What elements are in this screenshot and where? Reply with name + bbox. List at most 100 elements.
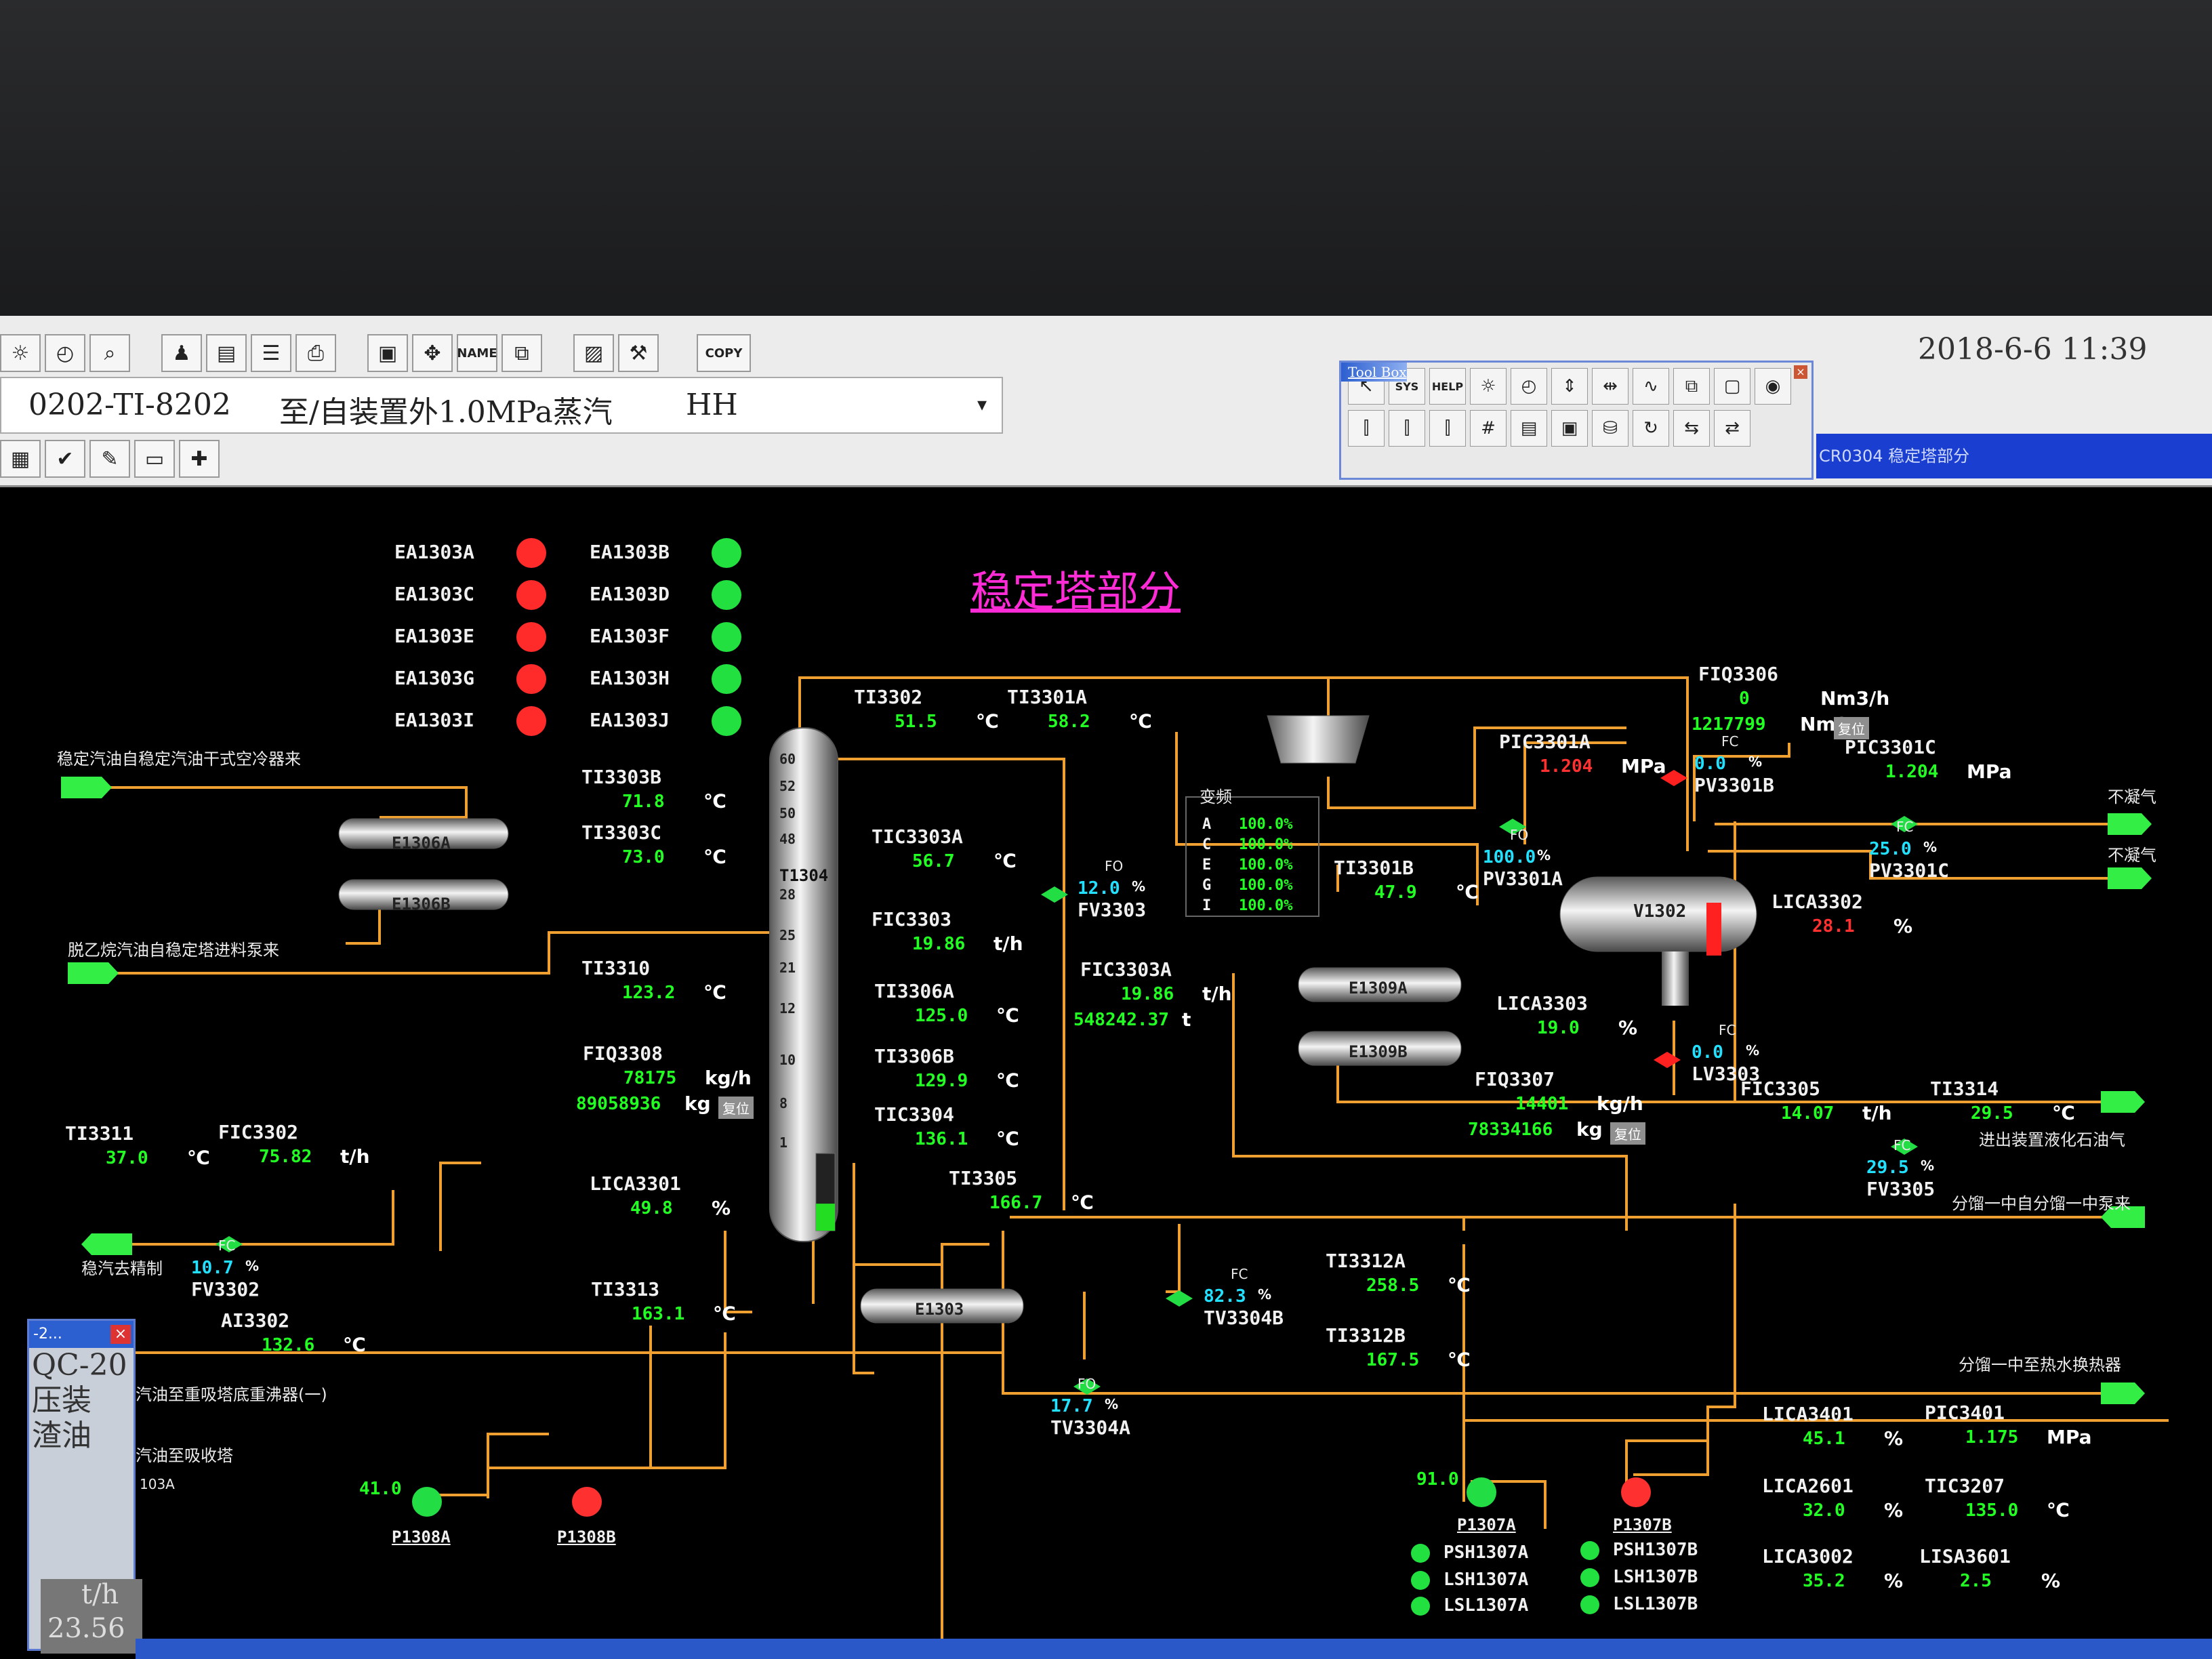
move-icon[interactable]: ✥ bbox=[412, 334, 453, 372]
lica2601-tag[interactable]: LICA2601 bbox=[1762, 1475, 1853, 1497]
pv3301c-tag[interactable]: PV3301C bbox=[1869, 859, 1950, 882]
panel-icon[interactable]: ▤ bbox=[206, 334, 247, 372]
copy-icon[interactable]: ⧉ bbox=[1673, 368, 1710, 405]
fiq3308-reset-button[interactable]: 复位 bbox=[718, 1097, 754, 1119]
ti3301a-tag[interactable]: TI3301A bbox=[1007, 686, 1088, 708]
fic3303-tag[interactable]: FIC3303 bbox=[872, 908, 952, 930]
ti3302-tag[interactable]: TI3302 bbox=[854, 686, 923, 708]
alarm-lamp-icon[interactable] bbox=[712, 664, 741, 694]
fiq3306-reset-button[interactable]: 复位 bbox=[1834, 717, 1869, 739]
p1308a-pump-icon[interactable] bbox=[412, 1487, 442, 1517]
alarm-lamp-icon[interactable] bbox=[712, 706, 741, 736]
camera-icon[interactable]: ◉ bbox=[1755, 368, 1791, 405]
wave-icon[interactable]: ∿ bbox=[1633, 368, 1669, 405]
ti3310-tag[interactable]: TI3310 bbox=[581, 957, 651, 979]
lica3401-tag[interactable]: LICA3401 bbox=[1762, 1403, 1853, 1425]
ti3305-tag[interactable]: TI3305 bbox=[949, 1167, 1018, 1189]
lica3302-tag[interactable]: LICA3302 bbox=[1771, 890, 1863, 913]
pv3301c-valve-icon[interactable] bbox=[1891, 816, 1904, 832]
ti3306b-tag[interactable]: TI3306B bbox=[874, 1045, 955, 1067]
pv3301b-valve-icon[interactable] bbox=[1660, 770, 1674, 786]
alarm-lamp-icon[interactable] bbox=[712, 580, 741, 610]
tv3304a-valve-icon[interactable] bbox=[1073, 1378, 1087, 1395]
ti3306a-tag[interactable]: TI3306A bbox=[874, 980, 955, 1002]
ti3303b-tag[interactable]: TI3303B bbox=[581, 766, 662, 788]
report-icon[interactable]: ☰ bbox=[251, 334, 291, 372]
alarm-lamp-icon[interactable] bbox=[516, 706, 546, 736]
chevron-down-icon[interactable]: ▾ bbox=[977, 393, 987, 415]
add-icon[interactable]: ✚ bbox=[179, 440, 220, 478]
fv3305-valve-icon[interactable] bbox=[1891, 1139, 1904, 1155]
ti3311-tag[interactable]: TI3311 bbox=[65, 1122, 134, 1145]
refresh-icon[interactable]: ↻ bbox=[1633, 410, 1669, 447]
trend-icon[interactable]: ◴ bbox=[45, 334, 85, 372]
trend-icon[interactable]: ◴ bbox=[1511, 368, 1547, 405]
help-button[interactable]: HELP bbox=[1429, 368, 1466, 405]
operator-icon[interactable]: ♟ bbox=[161, 334, 202, 372]
tuning-icon[interactable]: ⫿ bbox=[1429, 410, 1466, 447]
lica3301-tag[interactable]: LICA3301 bbox=[590, 1172, 681, 1195]
toolbox-window[interactable]: Tool Box × ↖ SYS HELP ☼ ◴ ⇕ ⇹ ∿ ⧉ ▢ ◉ ⫿ … bbox=[1339, 361, 1814, 480]
p1307b-pump-icon[interactable] bbox=[1621, 1477, 1651, 1507]
ti3314-tag[interactable]: TI3314 bbox=[1930, 1078, 1999, 1100]
print-icon[interactable]: ⎙ bbox=[295, 334, 336, 372]
hatch-icon[interactable]: ▨ bbox=[573, 334, 614, 372]
p1307a-pump-icon[interactable] bbox=[1467, 1477, 1496, 1507]
lv3303-tag[interactable]: LV3303 bbox=[1692, 1063, 1761, 1085]
pic3301c-tag[interactable]: PIC3301C bbox=[1845, 736, 1936, 758]
copy-button[interactable]: COPY bbox=[697, 334, 751, 372]
switch-icon[interactable]: ⇆ bbox=[1673, 410, 1710, 447]
monitor-icon[interactable]: ▣ bbox=[1551, 410, 1588, 447]
fic3302-tag[interactable]: FIC3302 bbox=[218, 1121, 299, 1143]
ai3302-tag[interactable]: AI3302 bbox=[221, 1309, 290, 1332]
lica3002-tag[interactable]: LICA3002 bbox=[1762, 1545, 1853, 1568]
close-icon[interactable]: × bbox=[110, 1325, 131, 1344]
alarm-lamp-icon[interactable] bbox=[712, 538, 741, 568]
fv3305-tag[interactable]: FV3305 bbox=[1866, 1178, 1936, 1200]
ti3312a-tag[interactable]: TI3312A bbox=[1326, 1250, 1406, 1272]
window-icon[interactable]: ▣ bbox=[367, 334, 408, 372]
alarm-lamp-icon[interactable] bbox=[516, 664, 546, 694]
ti3303c-tag[interactable]: TI3303C bbox=[581, 821, 662, 844]
network-icon[interactable]: ⧉ bbox=[501, 334, 542, 372]
lica3303-tag[interactable]: LICA3303 bbox=[1496, 992, 1588, 1015]
list-icon[interactable]: ▦ bbox=[0, 440, 41, 478]
ti3313-tag[interactable]: TI3313 bbox=[591, 1278, 660, 1300]
pv3301a-valve-icon[interactable] bbox=[1499, 819, 1513, 835]
fiq3307-tag[interactable]: FIQ3307 bbox=[1475, 1068, 1555, 1090]
pv3301b-tag[interactable]: PV3301B bbox=[1694, 774, 1775, 796]
alarm-lamp-icon[interactable] bbox=[516, 580, 546, 610]
fiq3306-tag[interactable]: FIQ3306 bbox=[1698, 663, 1779, 685]
lamp-icon[interactable]: ☼ bbox=[1470, 368, 1507, 405]
fiq3308-tag[interactable]: FIQ3308 bbox=[583, 1042, 663, 1065]
pen-icon[interactable]: ✎ bbox=[89, 440, 130, 478]
alarm-lamp-icon[interactable] bbox=[516, 538, 546, 568]
alarm-lamp-icon[interactable] bbox=[712, 622, 741, 652]
pv3301a-tag[interactable]: PV3301A bbox=[1483, 867, 1563, 890]
chat-icon[interactable]: ▢ bbox=[1714, 368, 1750, 405]
expand-icon[interactable]: ⇕ bbox=[1551, 368, 1588, 405]
group-icon[interactable]: ⫿ bbox=[1389, 410, 1425, 447]
tic3207-tag[interactable]: TIC3207 bbox=[1925, 1475, 2005, 1497]
tv3304b-tag[interactable]: TV3304B bbox=[1204, 1307, 1284, 1329]
lisa3601-tag[interactable]: LISA3601 bbox=[1919, 1545, 2011, 1568]
swap-icon[interactable]: ⇄ bbox=[1714, 410, 1750, 447]
fic3303a-tag[interactable]: FIC3303A bbox=[1080, 958, 1172, 981]
grid-icon[interactable]: # bbox=[1470, 410, 1507, 447]
search-icon[interactable]: ⌕ bbox=[89, 334, 130, 372]
pic3301a-tag[interactable]: PIC3301A bbox=[1499, 731, 1591, 753]
tv3304b-valve-icon[interactable] bbox=[1166, 1290, 1179, 1307]
tic3304-tag[interactable]: TIC3304 bbox=[874, 1103, 955, 1126]
p1308b-pump-icon[interactable] bbox=[572, 1487, 602, 1517]
tic3303a-tag[interactable]: TIC3303A bbox=[872, 825, 963, 848]
fv3302-valve-icon[interactable] bbox=[216, 1236, 229, 1252]
pic3401-tag[interactable]: PIC3401 bbox=[1925, 1401, 2005, 1424]
lamp-icon[interactable]: ☼ bbox=[0, 334, 41, 372]
display-icon[interactable]: ▤ bbox=[1511, 410, 1547, 447]
tv3304a-tag[interactable]: TV3304A bbox=[1050, 1416, 1131, 1439]
name-button[interactable]: NAME bbox=[457, 334, 497, 372]
fiq3307-reset-button[interactable]: 复位 bbox=[1610, 1122, 1645, 1145]
collapse-icon[interactable]: ⇹ bbox=[1592, 368, 1629, 405]
tools-icon[interactable]: ⚒ bbox=[618, 334, 659, 372]
folder-icon[interactable]: ▭ bbox=[134, 440, 175, 478]
